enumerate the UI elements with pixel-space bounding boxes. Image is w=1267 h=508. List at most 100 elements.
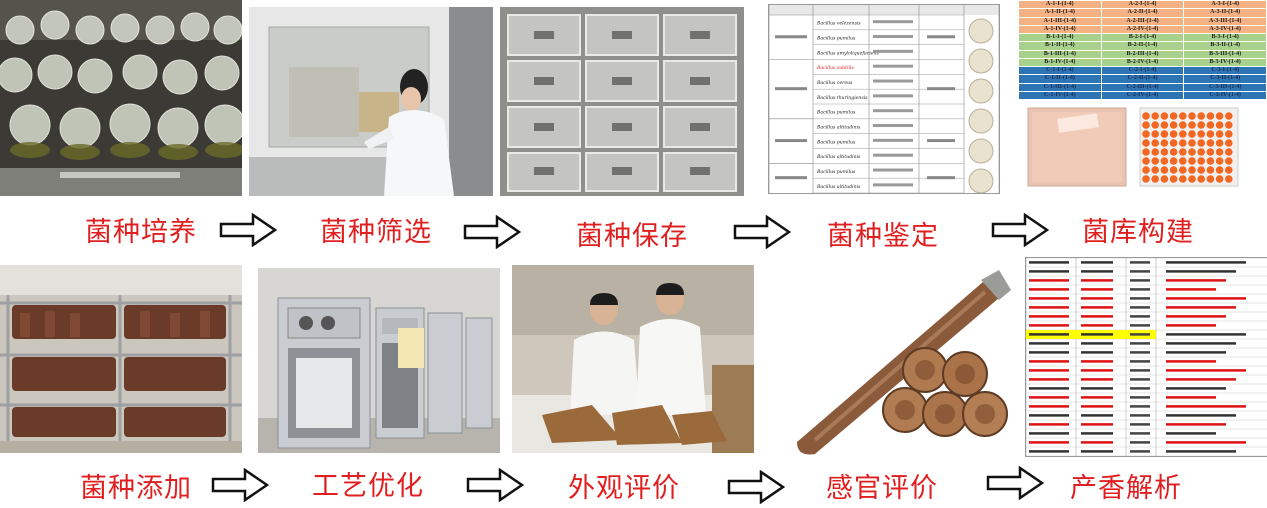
strain-grid-cell: C-1-IV-(1-4) <box>1019 91 1102 99</box>
table-cell-text <box>873 169 913 172</box>
tube-cap <box>1188 112 1196 120</box>
strain-grid-cell: A-3-II-(1-4) <box>1184 9 1267 17</box>
table-cell-text <box>1081 378 1113 381</box>
tube-cap <box>1161 112 1169 120</box>
tube-cap <box>1142 175 1150 183</box>
strain-grid-cell: A-3-III-(1-4) <box>1184 17 1267 25</box>
tube-cap <box>1179 121 1187 129</box>
tube-cap <box>1225 157 1233 165</box>
strain-grid-row: A-1-III-(1-4)A-2-III-(1-4)A-3-III-(1-4) <box>1019 17 1267 25</box>
table-cell-text <box>1029 414 1069 417</box>
step-label-preservation: 菌种保存 <box>576 214 688 253</box>
petri-dish-image <box>969 19 993 43</box>
step-label-screening: 菌种筛选 <box>320 210 432 249</box>
tube-cap <box>1151 121 1159 129</box>
strain-grid-cell: A-2-II-(1-4) <box>1101 9 1184 17</box>
petri-dish-image <box>969 169 993 193</box>
step-label-aroma-analysis: 产香解析 <box>1070 466 1182 505</box>
tube-cap <box>1179 157 1187 165</box>
tube-cap <box>1216 148 1224 156</box>
tube-cap <box>1197 121 1205 129</box>
tube-cap <box>1161 157 1169 165</box>
table-cell-text <box>1029 351 1069 354</box>
table-cell-text <box>1130 324 1150 327</box>
table-cell-text <box>1130 351 1150 354</box>
table-cell-text <box>1081 351 1113 354</box>
table-cell-text <box>1130 432 1150 435</box>
tube-cap <box>1161 148 1169 156</box>
genus-cell: Bacillus pumilus <box>816 139 856 145</box>
tube-cap <box>1188 139 1196 147</box>
table-cell-text <box>1029 324 1069 327</box>
strain-grid-cell: A-1-II-(1-4) <box>1019 9 1102 17</box>
arrow-right-icon <box>727 470 785 504</box>
tube-cap <box>1207 130 1215 138</box>
table-cell-text <box>1029 405 1069 408</box>
arrow-right-icon <box>219 213 277 247</box>
table-cell-text <box>1130 279 1150 282</box>
strain-grid-cell: B-3-IV-(1-4) <box>1184 58 1267 66</box>
arrow-right-icon <box>991 213 1049 247</box>
tube-cap <box>1151 148 1159 156</box>
step-label-addition: 菌种添加 <box>80 466 192 505</box>
table-cell-text <box>1166 279 1226 282</box>
table-cell-text <box>1166 414 1236 417</box>
table-cell-text <box>927 35 955 38</box>
strain-grid-cell: C-2-IV-(1-4) <box>1101 91 1184 99</box>
strain-grid-cell: C-3-II-(1-4) <box>1184 75 1267 83</box>
table-cell-text <box>1130 342 1150 345</box>
table-cell-text <box>1166 369 1246 372</box>
tube-cap <box>1188 148 1196 156</box>
genus-cell: Bacillus amyloliquefaciens <box>816 50 880 56</box>
genus-cell: Bacillus altitudinis <box>816 184 861 190</box>
table-cell-text <box>1166 342 1236 345</box>
table-cell-text <box>1029 297 1069 300</box>
petri-dish-image <box>969 139 993 163</box>
tube-cap <box>1207 157 1215 165</box>
tube-cap <box>1179 166 1187 174</box>
photo-incubators <box>258 268 500 453</box>
table-cell-text <box>1081 432 1113 435</box>
table-cell-text <box>1081 405 1113 408</box>
strain-grid-row: B-1-IV-(1-4)B-2-IV-(1-4)B-3-IV-(1-4) <box>1019 58 1267 66</box>
table-cell-text <box>1081 261 1113 264</box>
table-cell-text <box>1166 360 1216 363</box>
strain-grid-cell: A-2-IV-(1-4) <box>1101 25 1184 33</box>
table-cell-text <box>873 109 913 112</box>
table-cell-text <box>1130 369 1150 372</box>
strain-grid-cell: C-1-II-(1-4) <box>1019 75 1102 83</box>
tube-cap <box>1216 130 1224 138</box>
table-cell-text <box>1130 360 1150 363</box>
strain-grid-cell: B-2-I-(1-4) <box>1101 34 1184 42</box>
step-label-sensory: 感官评价 <box>826 466 938 505</box>
table-cell-text <box>927 176 955 179</box>
table-cell-text <box>1166 378 1236 381</box>
tube-cap <box>1170 112 1178 120</box>
table-cell-text <box>927 139 955 142</box>
table-cell-text <box>1166 387 1226 390</box>
tube-cap <box>1188 157 1196 165</box>
tube-cap <box>1207 148 1215 156</box>
table-cell-text <box>1166 396 1216 399</box>
tube-cap <box>1142 157 1150 165</box>
tube-cap <box>1142 139 1150 147</box>
strain-grid-cell: C-3-IV-(1-4) <box>1184 91 1267 99</box>
table-cell-text <box>1130 378 1150 381</box>
arrow-right-icon <box>733 215 791 249</box>
aroma-analysis-table <box>1025 257 1267 457</box>
strain-grid-cell: A-3-IV-(1-4) <box>1184 25 1267 33</box>
table-cell-text <box>1029 306 1069 309</box>
tube-cap <box>1188 166 1196 174</box>
tube-cap <box>1207 139 1215 147</box>
tube-cap <box>1142 112 1150 120</box>
strain-grid-cell: B-2-III-(1-4) <box>1101 50 1184 58</box>
tube-cap <box>1151 175 1159 183</box>
table-cell-text <box>775 35 807 38</box>
table-cell-text <box>873 65 913 68</box>
table-cell-text <box>927 87 955 90</box>
table-cell-text <box>1081 279 1113 282</box>
tube-cap <box>1179 148 1187 156</box>
tube-cap <box>1225 166 1233 174</box>
table-cell-text <box>873 124 913 127</box>
strain-grid-cell: B-1-IV-(1-4) <box>1019 58 1102 66</box>
